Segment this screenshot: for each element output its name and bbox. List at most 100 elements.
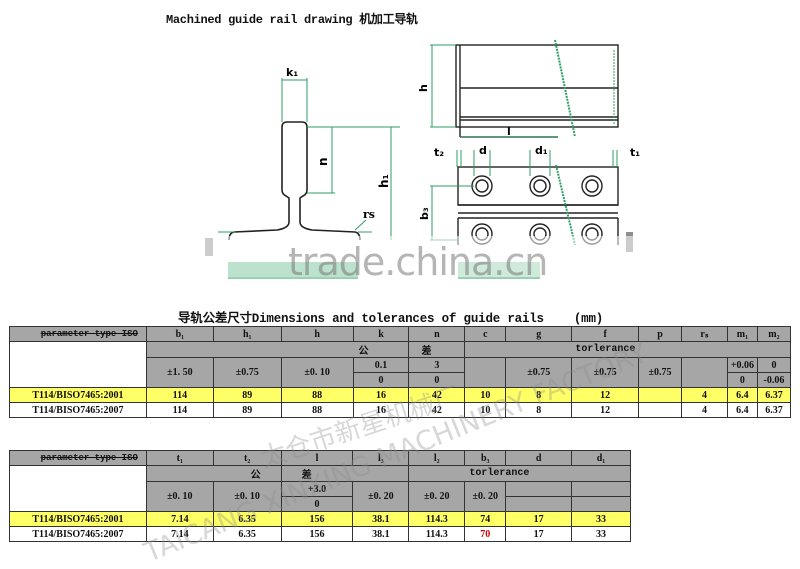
table-row: T114/BISO7465:2001 7.14 6.35 156 38.1 11… — [9, 511, 631, 527]
col-g: g — [505, 326, 573, 342]
tol-l2: ±0. 20 — [408, 481, 466, 512]
rail-top-view — [457, 166, 619, 245]
tol-rs — [681, 357, 728, 388]
label-h: h — [417, 84, 430, 92]
tolerance-cn-2: 差 — [408, 341, 466, 358]
tol-b3: ±0. 20 — [464, 481, 507, 512]
tol-m1-upper: +0.06 — [726, 357, 758, 373]
col-b1: b₁ — [145, 326, 214, 342]
row-type: T114/BISO7465:2001 — [9, 387, 147, 403]
tol-g: ±0.75 — [505, 357, 573, 388]
col-t1: t₁ — [145, 450, 214, 466]
tolerance-row-top: ±0. 10 ±0. 10 +3.0 ±0. 20 ±0. 20 ±0. 20 — [10, 481, 631, 512]
col-k: k — [352, 326, 410, 342]
col-h1: h₁ — [212, 326, 282, 342]
tol-k-lower: 0 — [352, 372, 410, 388]
table-subtitle: 导轨公差尺寸Dimensions and tolerances of guide… — [178, 307, 603, 326]
tol-m2-upper: 0 — [756, 357, 792, 373]
tol-t1: ±0. 10 — [145, 481, 214, 512]
cell-t1: 7.14 — [145, 526, 214, 542]
blank-cell — [9, 341, 147, 388]
col-m2: m₂ — [756, 326, 792, 342]
cell-rs: 4 — [681, 402, 728, 418]
cell-l3: 38.1 — [352, 511, 410, 527]
param-header: parameter type ISO — [9, 450, 147, 466]
tol-m1-lower: 0 — [726, 372, 758, 388]
cell-p — [638, 402, 683, 418]
col-d: d — [505, 450, 573, 466]
tol-h: ±0. 10 — [280, 357, 354, 388]
tol-n-upper: 3 — [408, 357, 466, 373]
col-t2: t₂ — [212, 450, 282, 466]
table-row: T114/BISO7465:2001 114 89 88 16 42 10 8 … — [9, 387, 792, 403]
col-l: l — [280, 450, 354, 466]
cell-b1: 114 — [145, 387, 214, 403]
label-rs: rs — [363, 208, 375, 221]
cell-m1: 6.4 — [726, 387, 758, 403]
cell-l2: 114.3 — [408, 511, 466, 527]
cell-rs: 4 — [681, 387, 728, 403]
col-d1: d₁ — [571, 450, 631, 466]
label-t2: t₂ — [434, 146, 444, 159]
col-l2: l₂ — [408, 450, 466, 466]
rail-side-view — [455, 44, 619, 138]
label-b3: b₃ — [418, 207, 431, 220]
cell-d: 17 — [505, 526, 573, 542]
tol-t2: ±0. 10 — [212, 481, 282, 512]
label-t1: t₁ — [630, 146, 640, 159]
label-k1: k₁ — [286, 66, 298, 79]
tol-l-lower: 0 — [280, 496, 354, 512]
cell-m1: 6.4 — [726, 402, 758, 418]
row-type: T114/BISO7465:2007 — [9, 402, 147, 418]
cell-h: 88 — [280, 387, 354, 403]
col-p: p — [638, 326, 683, 342]
cell-c: 10 — [464, 387, 507, 403]
cell-b1: 114 — [145, 402, 214, 418]
tol-c — [464, 357, 507, 388]
tol-d1-upper — [571, 481, 631, 497]
label-h1: h₁ — [377, 174, 391, 188]
cell-m2: 6.37 — [756, 387, 792, 403]
subtitle-unit: (mm) — [573, 312, 604, 326]
tol-d-upper — [505, 481, 573, 497]
label-d: d — [479, 144, 487, 157]
label-l: l — [507, 125, 511, 138]
cell-p — [638, 387, 683, 403]
cell-l: 156 — [280, 526, 354, 542]
cell-d: 17 — [505, 511, 573, 527]
cell-m2: 6.37 — [756, 402, 792, 418]
tol-d-lower — [505, 496, 573, 512]
tol-p: ±0.75 — [638, 357, 683, 388]
cell-g: 8 — [505, 402, 573, 418]
cell-t2: 6.35 — [212, 526, 282, 542]
tol-h1: ±0.75 — [212, 357, 282, 388]
cell-l: 156 — [280, 511, 354, 527]
cell-b3: 74 — [464, 511, 507, 527]
col-rs: rₛ — [681, 326, 728, 342]
col-h: h — [280, 326, 354, 342]
label-d1: d₁ — [535, 144, 548, 157]
tolerance-cn-1: 公 — [145, 341, 410, 358]
table-row: T114/BISO7465:2007 7.14 6.35 156 38.1 11… — [9, 526, 631, 542]
tol-n-lower: 0 — [408, 372, 466, 388]
table-row: T114/BISO7465:2007 114 89 88 16 42 10 8 … — [9, 402, 792, 418]
tol-l3: ±0. 20 — [352, 481, 410, 512]
cell-f: 12 — [571, 387, 640, 403]
label-n: n — [316, 157, 330, 166]
tol-f: ±0.75 — [571, 357, 640, 388]
tolerance-label-row: 公 差 torlerance — [9, 465, 631, 512]
col-c: c — [464, 326, 507, 342]
col-m1: m₁ — [726, 326, 758, 342]
col-l3: l₃ — [352, 450, 410, 466]
blank-cell — [9, 465, 147, 512]
header-row: parameter type ISO t₁ t₂ l l₃ l₂ b₃ d d₁ — [9, 450, 631, 466]
col-b3: b₃ — [464, 450, 507, 466]
cell-g: 8 — [505, 387, 573, 403]
cell-n: 42 — [408, 402, 466, 418]
col-f: f — [571, 326, 640, 342]
cell-f: 12 — [571, 402, 640, 418]
row-type: T114/BISO7465:2001 — [9, 511, 147, 527]
drawing-title: Machined guide rail drawing 机加工导轨 — [166, 13, 418, 27]
cell-h: 88 — [280, 402, 354, 418]
cell-t2: 6.35 — [212, 511, 282, 527]
